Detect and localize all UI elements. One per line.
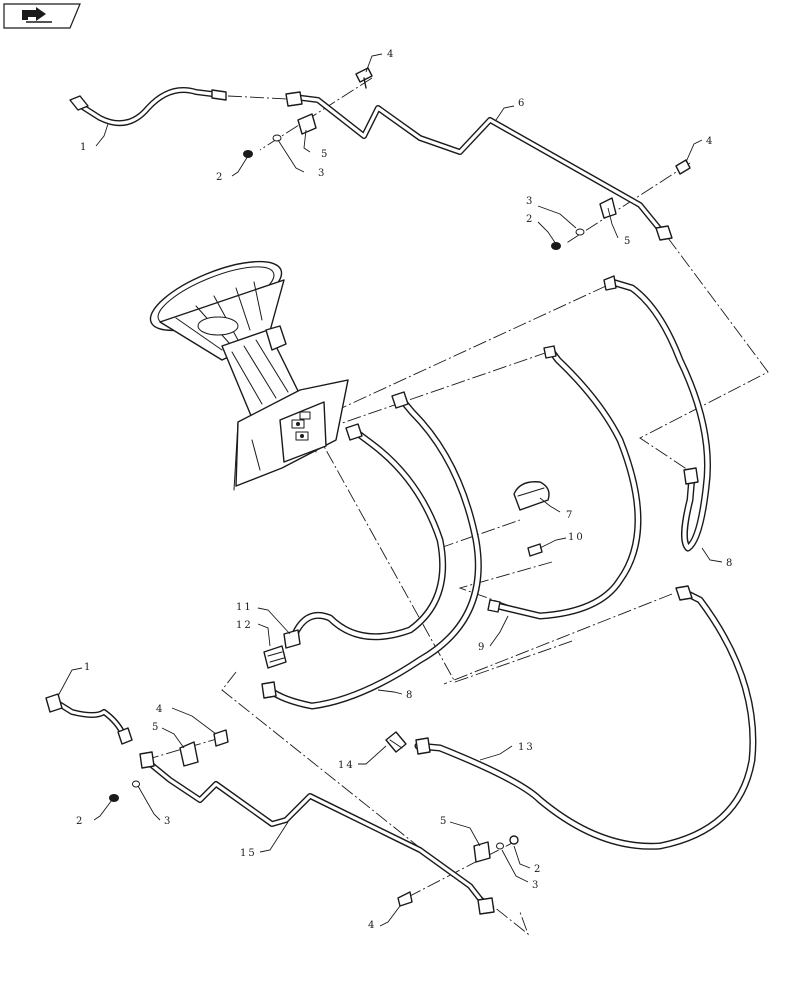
callout-8-middle: 8 bbox=[406, 690, 414, 701]
hose-part-13 bbox=[414, 585, 757, 850]
fitting-part-12 bbox=[263, 645, 287, 669]
clamp-part-7 bbox=[513, 481, 550, 511]
fitting-part-14 bbox=[385, 731, 407, 753]
callout-5-lower: 5 bbox=[440, 816, 448, 827]
tube-part-1-bottom bbox=[45, 693, 133, 745]
callout-2-right: 2 bbox=[526, 214, 534, 225]
hose-part-8-right bbox=[603, 275, 711, 552]
callout-labels: 1 2 3 4 5 6 4 3 2 5 7 10 8 9 11 12 8 1 4… bbox=[76, 49, 734, 931]
callout-12: 12 bbox=[236, 620, 253, 631]
callout-6: 6 bbox=[518, 98, 526, 109]
callout-15: 15 bbox=[240, 848, 257, 859]
callout-3-bottom: 3 bbox=[164, 816, 172, 827]
callout-3-lower: 3 bbox=[532, 880, 540, 891]
callout-leaders bbox=[57, 53, 723, 927]
hose-part-8-middle bbox=[261, 391, 482, 710]
navigation-arrow-icon[interactable] bbox=[3, 3, 81, 29]
callout-14: 14 bbox=[338, 760, 355, 771]
tube-part-1-top bbox=[69, 87, 227, 127]
callout-5-right: 5 bbox=[624, 236, 632, 247]
hardware-top bbox=[243, 67, 691, 250]
callout-5-bottom: 5 bbox=[152, 722, 160, 733]
callout-13: 13 bbox=[518, 742, 535, 753]
callout-3-top: 3 bbox=[318, 168, 326, 179]
callout-8-right: 8 bbox=[726, 558, 734, 569]
callout-10: 10 bbox=[568, 532, 585, 543]
callout-7: 7 bbox=[566, 510, 574, 521]
hose-part-9 bbox=[487, 345, 642, 620]
tube-part-15 bbox=[139, 751, 495, 915]
callout-2-top: 2 bbox=[216, 172, 224, 183]
hardware-bottom bbox=[109, 729, 519, 907]
fitting-part-11 bbox=[283, 629, 301, 649]
callout-4-right: 4 bbox=[706, 136, 714, 147]
callout-2-lower: 2 bbox=[534, 864, 542, 875]
callout-1-bottom: 1 bbox=[84, 662, 92, 673]
callout-4-top: 4 bbox=[387, 49, 395, 60]
callout-3-right: 3 bbox=[526, 196, 534, 207]
tube-part-6 bbox=[285, 91, 673, 241]
steering-column-assembly bbox=[149, 260, 349, 491]
fitting-part-10 bbox=[527, 543, 543, 557]
callout-11: 11 bbox=[236, 602, 253, 613]
alignment-chain-lines bbox=[144, 77, 769, 936]
callout-2-bottom: 2 bbox=[76, 816, 84, 827]
callout-1-top: 1 bbox=[80, 142, 88, 153]
callout-5-top: 5 bbox=[321, 149, 329, 160]
callout-4-bottom: 4 bbox=[156, 704, 164, 715]
callout-4-lower: 4 bbox=[368, 920, 376, 931]
callout-9: 9 bbox=[478, 642, 486, 653]
